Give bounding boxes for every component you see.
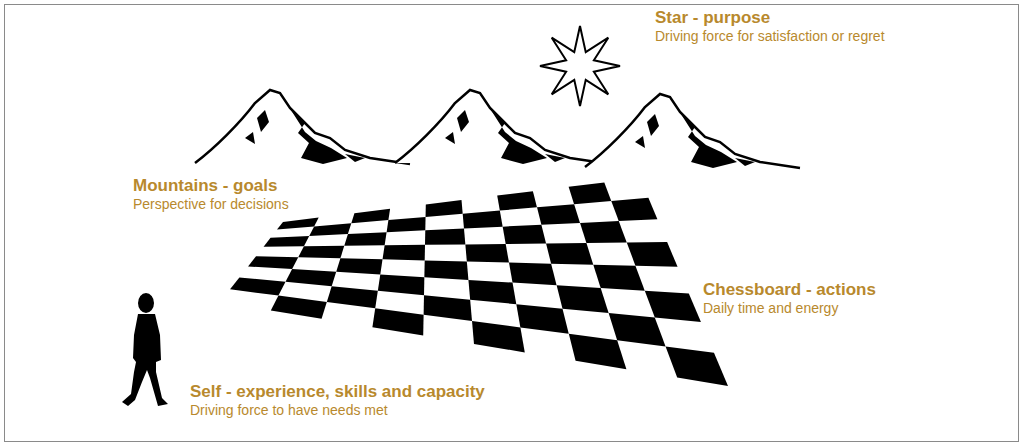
board-square xyxy=(546,243,593,265)
board-square xyxy=(230,277,285,295)
person-head xyxy=(138,293,154,313)
board-square xyxy=(580,221,627,243)
board-square xyxy=(463,211,503,229)
board-square xyxy=(465,244,509,263)
part-heading: Chessboard - actions xyxy=(703,280,876,300)
board-square xyxy=(372,308,423,335)
mountain-shade xyxy=(480,93,547,164)
board-square xyxy=(666,346,728,386)
board-square xyxy=(271,296,327,319)
mountain-rock xyxy=(245,110,365,162)
board-square xyxy=(387,217,426,232)
mountain-outline xyxy=(195,90,410,164)
person-silhouette xyxy=(122,293,168,406)
mountain xyxy=(395,90,610,164)
board-square xyxy=(426,200,463,217)
mountain-outline xyxy=(585,94,800,168)
board-square xyxy=(383,245,425,261)
board-square xyxy=(593,265,644,291)
board-square xyxy=(336,258,382,274)
board-square xyxy=(569,182,612,204)
person-body xyxy=(122,314,168,406)
part-description: Driving force to have needs met xyxy=(190,402,388,418)
star-outline xyxy=(540,26,620,106)
frame xyxy=(5,5,1019,442)
board-square xyxy=(425,228,465,244)
board-square xyxy=(277,218,319,230)
mountain-shade xyxy=(670,97,737,168)
board-square xyxy=(424,260,468,279)
board-square xyxy=(557,285,609,313)
board-square xyxy=(286,269,337,286)
board-square xyxy=(424,295,472,321)
board-square xyxy=(309,223,351,236)
mountain-shade xyxy=(280,93,347,164)
board-square xyxy=(509,263,557,286)
board-square xyxy=(611,198,657,221)
part-heading: Star - purpose xyxy=(655,8,770,28)
board-square xyxy=(472,321,525,352)
mountain-rock xyxy=(445,110,565,162)
board-square xyxy=(351,209,390,223)
board-square xyxy=(378,275,425,296)
part-description: Perspective for decisions xyxy=(133,196,289,212)
board-square xyxy=(569,334,627,369)
mountain-rock xyxy=(635,114,755,166)
board-square xyxy=(537,204,580,225)
board-square xyxy=(645,291,701,322)
chessboard xyxy=(230,182,728,386)
board-square xyxy=(516,304,568,334)
part-heading: Self - experience, skills and capacity xyxy=(190,382,485,402)
board-square xyxy=(264,236,310,247)
mountain xyxy=(195,90,410,164)
board-square xyxy=(344,232,386,246)
board-square xyxy=(468,280,516,304)
board-square xyxy=(497,191,537,210)
board-square xyxy=(627,242,678,267)
board-square xyxy=(298,246,344,259)
board-square xyxy=(503,225,546,244)
part-description: Driving force for satisfaction or regret xyxy=(655,28,885,44)
part-description: Daily time and energy xyxy=(703,300,838,316)
board-square xyxy=(248,256,298,269)
part-heading: Mountains - goals xyxy=(133,176,278,196)
mountain-outline xyxy=(395,90,610,164)
mountain xyxy=(585,94,800,168)
star-symbol xyxy=(540,26,620,106)
board-square xyxy=(327,286,378,308)
